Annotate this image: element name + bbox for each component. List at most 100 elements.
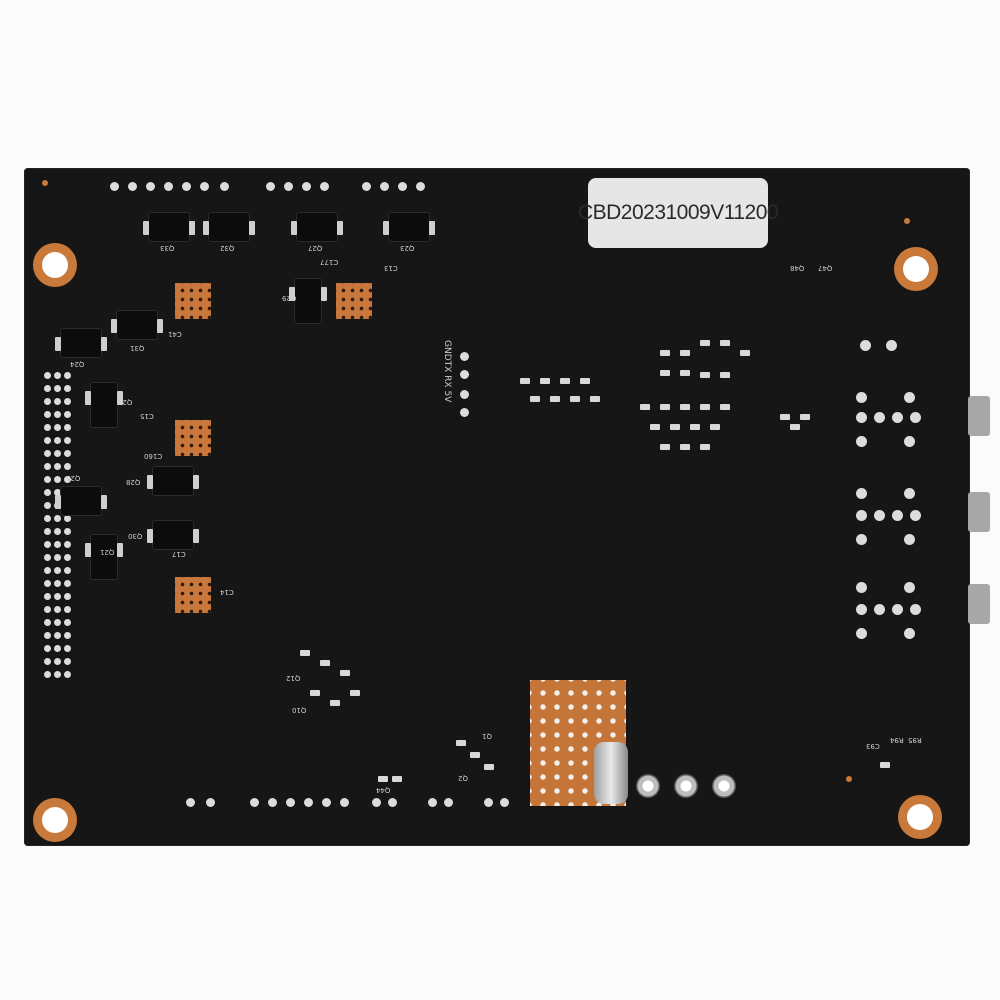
connector-pin <box>910 604 921 615</box>
silkscreen-designator: Q31 <box>130 344 145 352</box>
smd-component <box>740 350 750 356</box>
silkscreen-designator: Q29 <box>282 294 297 302</box>
terminal-ring-3 <box>712 774 736 798</box>
terminal-ring-1 <box>636 774 660 798</box>
silkscreen-designator: Q28 <box>126 478 141 486</box>
header-pin <box>44 502 51 509</box>
connector-pin <box>892 604 903 615</box>
pcb-board <box>24 168 970 846</box>
header-pin <box>54 580 61 587</box>
smd-component <box>700 372 710 378</box>
transistor-q30 <box>147 520 199 550</box>
silkscreen-designator: C14 <box>220 588 234 596</box>
copper-pad-3 <box>175 420 211 456</box>
smd-component <box>650 424 660 430</box>
header-pin <box>44 424 51 431</box>
silkscreen-designator: Q44 <box>376 786 391 794</box>
header-pin <box>54 489 61 496</box>
connector-pin <box>856 604 867 615</box>
connector-pin <box>856 436 867 447</box>
header-pin <box>64 593 71 600</box>
smd-component <box>720 340 730 346</box>
silkscreen-designator: Q1 <box>482 732 492 740</box>
header-pin <box>54 593 61 600</box>
side-port-3 <box>968 584 990 624</box>
smd-component <box>320 660 330 666</box>
smd-component <box>378 776 388 782</box>
header-pin <box>44 632 51 639</box>
header-pin <box>54 437 61 444</box>
header-pin <box>64 411 71 418</box>
mounting-hole-bottom-right <box>898 795 942 839</box>
header-pin <box>54 398 61 405</box>
connector-pin <box>856 510 867 521</box>
header-pin <box>44 515 51 522</box>
header-pin <box>44 476 51 483</box>
smd-component <box>484 764 494 770</box>
silkscreen-designator: C41 <box>168 330 182 338</box>
smd-component <box>560 378 570 384</box>
connector-pin <box>856 534 867 545</box>
screw-terminal <box>594 742 628 804</box>
smd-component <box>640 404 650 410</box>
header-pin <box>54 658 61 665</box>
silkscreen-designator: C160 <box>144 452 163 460</box>
smd-component <box>720 372 730 378</box>
header-pin <box>44 450 51 457</box>
smd-component <box>790 424 800 430</box>
header-pin <box>64 671 71 678</box>
terminal-ring-2 <box>674 774 698 798</box>
smd-component <box>700 404 710 410</box>
connector-pin <box>886 340 897 351</box>
copper-pad-4 <box>175 577 211 613</box>
silkscreen-designator: C13 <box>384 264 398 272</box>
header-pin <box>44 528 51 535</box>
header-pin <box>54 476 61 483</box>
smd-component <box>660 404 670 410</box>
header-pin <box>44 437 51 444</box>
smd-component <box>680 350 690 356</box>
header-pin <box>64 580 71 587</box>
copper-pad-1 <box>175 283 211 319</box>
header-pin <box>64 645 71 652</box>
smd-component <box>700 340 710 346</box>
header-pin <box>54 424 61 431</box>
header-pin <box>44 398 51 405</box>
header-pin <box>44 671 51 678</box>
header-pin <box>64 619 71 626</box>
header-pin <box>44 385 51 392</box>
header-pin <box>54 632 61 639</box>
mounting-hole-bottom-left <box>33 798 77 842</box>
header-pin <box>44 489 51 496</box>
header-pin <box>54 645 61 652</box>
header-pin <box>44 593 51 600</box>
silkscreen-designator: Q24 <box>70 360 85 368</box>
mounting-hole-top-right <box>894 247 938 291</box>
header-pin <box>44 372 51 379</box>
smd-component <box>680 404 690 410</box>
silkscreen-designator: Q32 <box>220 244 235 252</box>
header-pin <box>44 554 51 561</box>
header-pin <box>54 541 61 548</box>
header-pin <box>54 463 61 470</box>
connector-pin <box>856 488 867 499</box>
transistor-q22 <box>85 382 123 428</box>
connector-pin <box>874 510 885 521</box>
silkscreen-designator: Q48 <box>790 264 805 272</box>
smd-component <box>330 700 340 706</box>
mounting-hole-top-left <box>33 243 77 287</box>
smd-component <box>340 670 350 676</box>
header-pin <box>64 658 71 665</box>
connector-pin <box>860 340 871 351</box>
header-pin <box>54 450 61 457</box>
connector-pin <box>874 412 885 423</box>
smd-component <box>720 404 730 410</box>
silkscreen-designator: Q12 <box>286 674 301 682</box>
header-pin <box>54 671 61 678</box>
connector-pin <box>904 488 915 499</box>
header-pin <box>44 463 51 470</box>
silkscreen-designator: R95 <box>908 736 922 744</box>
smd-component <box>392 776 402 782</box>
header-pin <box>44 567 51 574</box>
header-pin <box>64 528 71 535</box>
